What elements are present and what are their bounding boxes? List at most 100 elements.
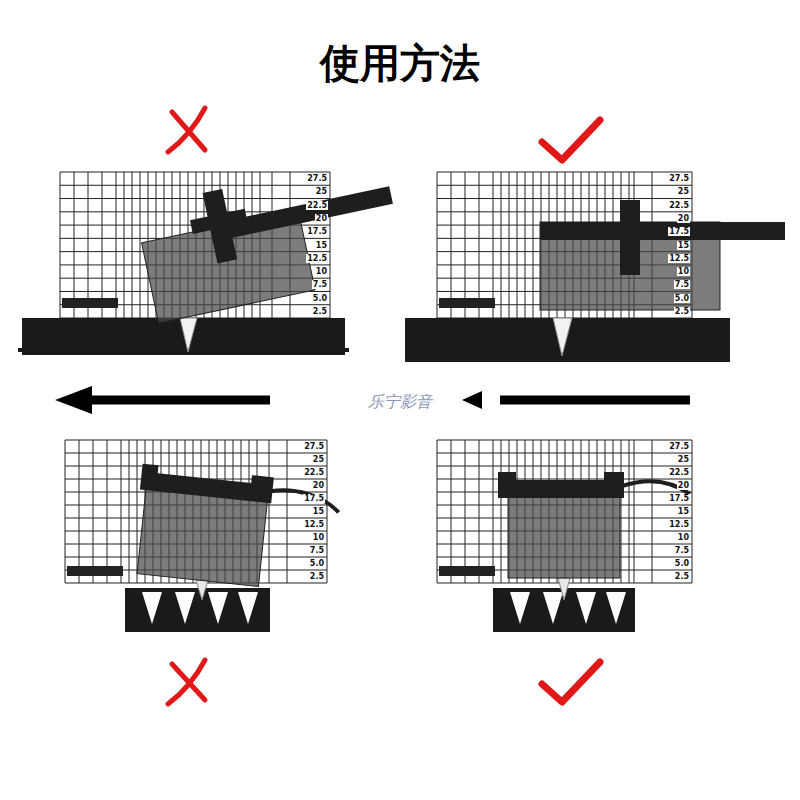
grid-line — [437, 440, 438, 583]
grid-line — [451, 172, 452, 318]
scale-number: 20 — [315, 214, 328, 223]
scale-number: 5.0 — [309, 559, 325, 568]
scale-number: 15 — [677, 507, 690, 516]
scale-number: 17.5 — [303, 494, 325, 503]
grid-line — [287, 440, 288, 583]
scale-number: 15 — [312, 507, 325, 516]
scale-number: 2.5 — [674, 572, 690, 581]
grid-line — [137, 440, 138, 583]
grid-line — [65, 466, 327, 467]
grid-line — [129, 440, 130, 583]
scale-number: 20 — [677, 214, 690, 223]
brand-mark — [439, 566, 495, 576]
arrow-head — [462, 391, 482, 409]
wrong-mark — [168, 108, 205, 152]
scale-number: 17.5 — [306, 227, 328, 236]
grid-line — [65, 440, 327, 441]
grid-line — [479, 440, 480, 583]
scale-number: 2.5 — [309, 572, 325, 581]
scale-number: 15 — [315, 241, 328, 250]
grid-line — [330, 172, 331, 318]
grid-line — [465, 440, 466, 583]
platter-edge — [341, 348, 349, 352]
scale-number: 17.5 — [668, 494, 690, 503]
base-tooth — [576, 592, 596, 624]
watermark: 乐宁影音 — [364, 392, 436, 413]
grid-line — [634, 440, 635, 583]
grid-line — [629, 440, 630, 583]
scale-number: 25 — [312, 455, 325, 464]
grid-line — [525, 172, 526, 318]
scale-number: 27.5 — [668, 442, 690, 451]
scale-number: 25 — [677, 455, 690, 464]
platter — [22, 318, 345, 355]
scale-number: 7.5 — [309, 546, 325, 555]
scale-number: 5.0 — [674, 294, 690, 303]
wrong-mark — [168, 660, 205, 704]
scale-number: 2.5 — [312, 307, 328, 316]
base-tooth — [175, 592, 195, 624]
grid-line — [65, 440, 66, 583]
stylus-cone — [553, 318, 572, 356]
base-tooth — [208, 592, 228, 624]
scale-number: 10 — [312, 533, 325, 542]
direction-arrow — [500, 396, 690, 405]
right-mark — [542, 662, 600, 702]
direction-arrow — [85, 396, 270, 405]
grid-line — [107, 440, 108, 583]
grid-line — [533, 172, 534, 318]
grid-line — [517, 172, 518, 318]
grid-line — [74, 172, 75, 318]
scale-number: 10 — [677, 533, 690, 542]
platter — [405, 318, 730, 362]
grid-line — [493, 440, 494, 583]
scale-number: 27.5 — [306, 174, 328, 183]
scale-number: 10 — [677, 267, 690, 276]
level-cartridge — [498, 472, 690, 578]
scale-number: 17.5 — [668, 227, 690, 236]
grid-line — [493, 172, 494, 318]
scale-number: 27.5 — [668, 174, 690, 183]
scale-number: 5.0 — [674, 559, 690, 568]
scale-number: 12.5 — [668, 520, 690, 529]
arrow-head — [55, 386, 92, 414]
grid-line — [465, 172, 466, 318]
grid-line — [102, 172, 103, 318]
grid-line — [60, 172, 61, 318]
grid-line — [65, 583, 327, 584]
grid-line — [116, 172, 117, 318]
base-tooth — [238, 592, 258, 624]
scale-number: 27.5 — [303, 442, 325, 451]
scale-number: 12.5 — [306, 254, 328, 263]
scale-number: 12.5 — [668, 254, 690, 263]
scale-number: 22.5 — [668, 468, 690, 477]
grid-line — [65, 453, 327, 454]
grid-line — [327, 440, 328, 583]
grid-line — [132, 172, 133, 318]
scale-number: 7.5 — [674, 280, 690, 289]
base-tooth — [543, 592, 563, 624]
scale-number: 2.5 — [674, 307, 690, 316]
grid-line — [140, 172, 141, 318]
grid-line — [121, 440, 122, 583]
base-tooth — [510, 592, 530, 624]
grid-line — [437, 172, 438, 318]
scale-number: 22.5 — [303, 468, 325, 477]
scale-number: 7.5 — [674, 546, 690, 555]
stylus-cone — [196, 580, 208, 600]
grid-line — [692, 440, 693, 583]
scale-number: 5.0 — [312, 294, 328, 303]
base-tooth — [606, 592, 626, 624]
scale-number: 20 — [312, 481, 325, 490]
grid-line — [269, 440, 270, 583]
scale-number: 22.5 — [668, 201, 690, 210]
grid-line — [652, 440, 653, 583]
grid-line — [79, 440, 80, 583]
scale-number: 7.5 — [312, 280, 328, 289]
brand-mark — [439, 298, 495, 308]
level-gauge — [540, 200, 785, 310]
platter-edge — [18, 348, 26, 352]
grid-line — [621, 440, 622, 583]
tilted-gauge — [134, 155, 407, 323]
scale-number: 25 — [677, 187, 690, 196]
